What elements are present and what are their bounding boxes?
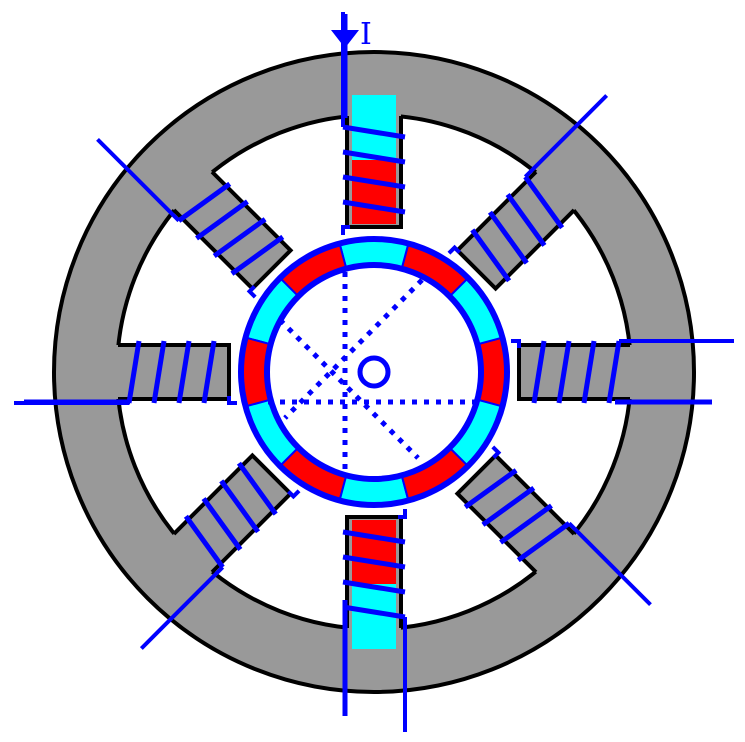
wire-leads <box>24 14 712 716</box>
coil-lead-end <box>341 225 350 235</box>
coil-turn-icon <box>176 340 192 404</box>
coil-lead-end <box>227 396 237 405</box>
stator-pole <box>139 452 301 650</box>
coil-turn-icon <box>177 181 232 223</box>
coil-lead <box>567 521 652 607</box>
coil-turn-icon <box>342 124 406 140</box>
stator-pole <box>454 445 652 607</box>
coil-turn-icon <box>342 604 406 620</box>
rotor-outer-rim <box>238 236 510 508</box>
coil-turn-icon <box>219 479 261 534</box>
stator-pole <box>342 509 407 732</box>
coil-lead <box>96 137 181 223</box>
stator-pole <box>447 94 609 292</box>
coil-lead <box>523 94 609 179</box>
stator-pole <box>511 339 734 404</box>
coil-turn-icon <box>470 228 512 283</box>
stator-pole <box>341 12 406 235</box>
coil-lead-end <box>398 509 407 519</box>
rotor-axis-diagonal <box>283 278 424 420</box>
coil-turn-icon <box>606 340 622 404</box>
pole-magnet-red <box>352 520 396 584</box>
coil-turn-icon <box>499 503 553 545</box>
coil-turn-icon <box>212 217 267 259</box>
coil-lead <box>139 565 225 650</box>
stator-pole <box>14 340 237 405</box>
coil-turn-icon <box>183 514 225 569</box>
rotor <box>238 236 510 508</box>
coil-turn-icon <box>342 149 406 165</box>
coil-turn-icon <box>463 468 518 510</box>
stator-poles <box>14 12 734 732</box>
pole-body <box>118 343 231 401</box>
coil-turn-icon <box>505 193 547 247</box>
coil-turn-icon <box>201 340 217 404</box>
pole-root <box>534 167 579 212</box>
shaft-icon <box>357 355 391 389</box>
coil-lead-end <box>447 244 461 255</box>
coil-turn-icon <box>230 234 285 276</box>
pole-body <box>517 343 630 401</box>
coil-turn-icon <box>342 529 406 545</box>
pole-root <box>169 532 214 577</box>
coil-turn-icon <box>481 485 536 527</box>
stator-pole <box>96 137 294 299</box>
current-arrow-icon <box>331 30 359 48</box>
coil-turn-icon <box>342 199 406 215</box>
coil-turn-icon <box>531 340 547 404</box>
coil-lead-end <box>511 339 521 348</box>
pole-root <box>534 532 579 577</box>
coil-turn-icon <box>236 461 278 516</box>
coil-turn-icon <box>342 579 406 595</box>
pole-root <box>169 167 214 212</box>
coil-turn-icon <box>342 554 406 570</box>
coil-turn-icon <box>581 340 597 404</box>
coil-turn-icon <box>523 175 565 230</box>
coil-lead-end <box>246 285 257 299</box>
coil-turn-icon <box>201 497 243 551</box>
coil-turn-icon <box>342 174 406 190</box>
pole-magnet-red <box>352 160 396 224</box>
coil-lead-end <box>287 489 301 500</box>
coil-turn-icon <box>195 199 249 241</box>
coil-turn-icon <box>556 340 572 404</box>
coil-turn-icon <box>487 210 529 265</box>
rotor-axis-diagonal <box>278 318 420 460</box>
coil-turn-icon <box>126 340 142 404</box>
coil-turn-icon <box>151 340 167 404</box>
coil-turn-icon <box>516 521 571 563</box>
current-label: I <box>360 17 372 52</box>
coil-lead-end <box>491 445 502 459</box>
